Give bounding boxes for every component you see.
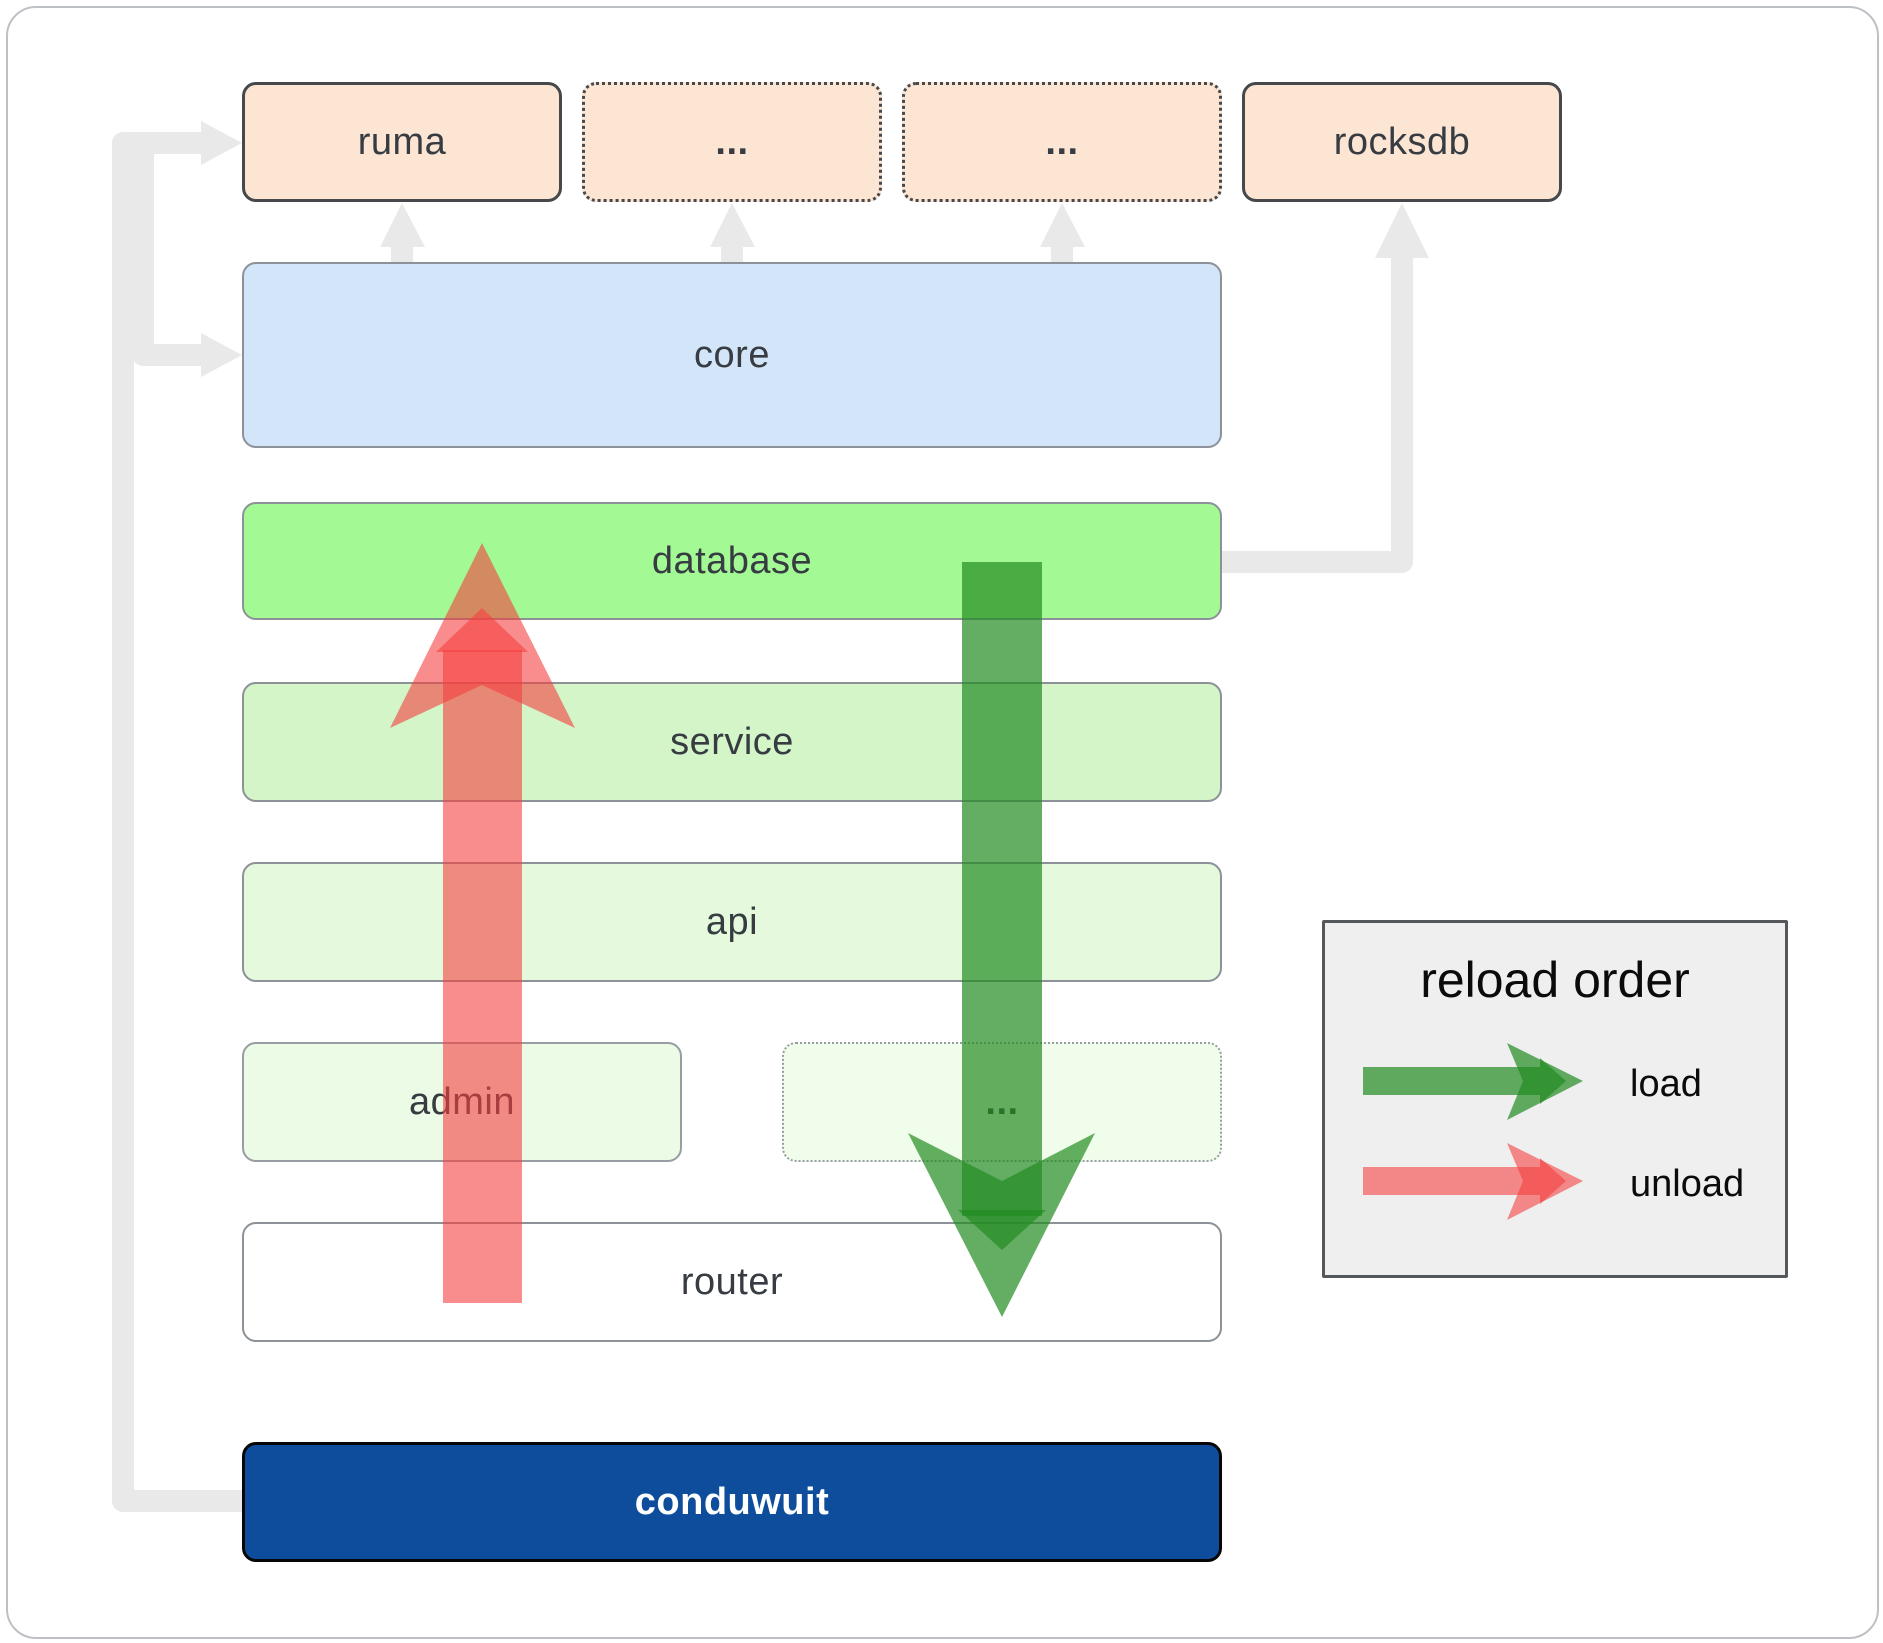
node-service-label: service: [670, 720, 794, 763]
node-ruma: ruma: [242, 82, 562, 202]
node-admin-label: admin: [409, 1080, 515, 1123]
node-rocksdb: rocksdb: [1242, 82, 1562, 202]
node-module-ellipsis-3-label: ...: [985, 1080, 1019, 1123]
node-database-label: database: [651, 539, 813, 582]
node-core: core: [242, 262, 1222, 448]
node-api: api: [242, 862, 1222, 982]
node-conduwuit: conduwuit: [242, 1442, 1222, 1562]
node-router: router: [242, 1222, 1222, 1342]
legend-title: reload order: [1420, 952, 1690, 1008]
diagram-outer-frame: [6, 6, 1879, 1639]
node-conduwuit-label: conduwuit: [634, 1480, 830, 1523]
node-module-ellipsis-2: ...: [902, 82, 1222, 202]
node-service: service: [242, 682, 1222, 802]
node-core-label: core: [694, 333, 770, 376]
legend-unload-label: unload: [1630, 1163, 1745, 1205]
node-rocksdb-label: rocksdb: [1333, 120, 1471, 163]
node-module-ellipsis-1-label: ...: [715, 120, 749, 163]
node-database: database: [242, 502, 1222, 620]
node-api-label: api: [705, 900, 759, 943]
node-module-ellipsis-3: ...: [782, 1042, 1222, 1162]
node-module-ellipsis-1: ...: [582, 82, 882, 202]
node-admin: admin: [242, 1042, 682, 1162]
legend-load-label: load: [1630, 1063, 1702, 1105]
node-ruma-label: ruma: [357, 120, 447, 163]
node-router-label: router: [680, 1260, 784, 1303]
node-module-ellipsis-2-label: ...: [1045, 120, 1079, 163]
legend-reload-order: reload order load unload: [1322, 920, 1788, 1278]
